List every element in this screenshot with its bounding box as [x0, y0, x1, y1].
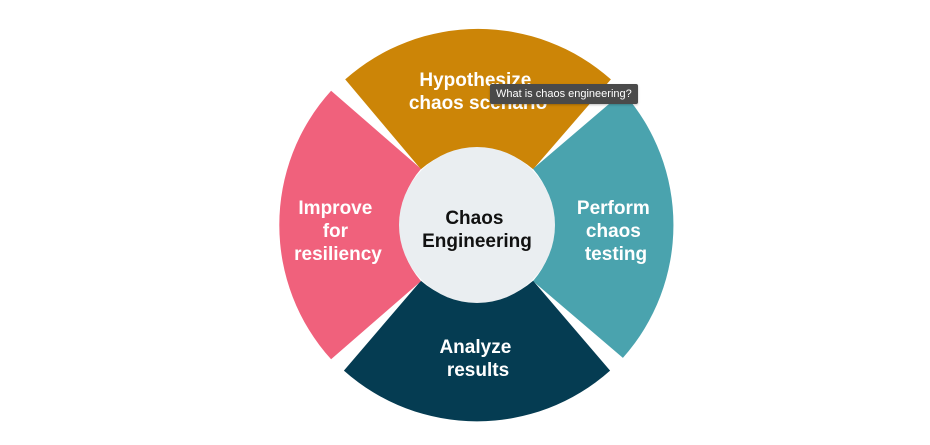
segment-perform-label-line-2: chaos	[586, 221, 641, 242]
segment-improve: Improve for resiliency	[279, 90, 421, 360]
segment-perform-label-line-1: Perform	[577, 198, 650, 219]
segment-analyze-wedge	[343, 280, 611, 422]
segment-hypothesize-wedge	[345, 28, 611, 170]
tooltip: What is chaos engineering?	[490, 84, 638, 104]
segment-perform-label: Perform chaos testing	[577, 198, 655, 265]
segment-analyze: Analyze results	[343, 280, 611, 422]
segment-analyze-label-line-1: Analyze	[439, 337, 511, 358]
segment-improve-wedge	[279, 90, 421, 360]
center-label-line-1: Chaos	[445, 208, 503, 229]
segment-perform: Perform chaos testing	[533, 92, 674, 358]
center-label-line-2: Engineering	[422, 231, 532, 252]
segment-analyze-label: Analyze results	[439, 337, 516, 381]
segment-improve-label-line-1: Improve	[298, 198, 372, 219]
segment-analyze-label-line-2: results	[447, 360, 509, 381]
segment-perform-label-line-3: testing	[585, 244, 647, 265]
segment-perform-wedge	[533, 92, 674, 358]
center-label: Chaos Engineering	[422, 208, 532, 252]
segment-improve-label-line-2: for	[323, 221, 349, 242]
segment-improve-label-line-3: resiliency	[294, 244, 382, 265]
center-hub: Chaos Engineering	[399, 147, 555, 303]
center-circle	[399, 147, 555, 303]
segment-improve-label: Improve for resiliency	[294, 198, 382, 265]
